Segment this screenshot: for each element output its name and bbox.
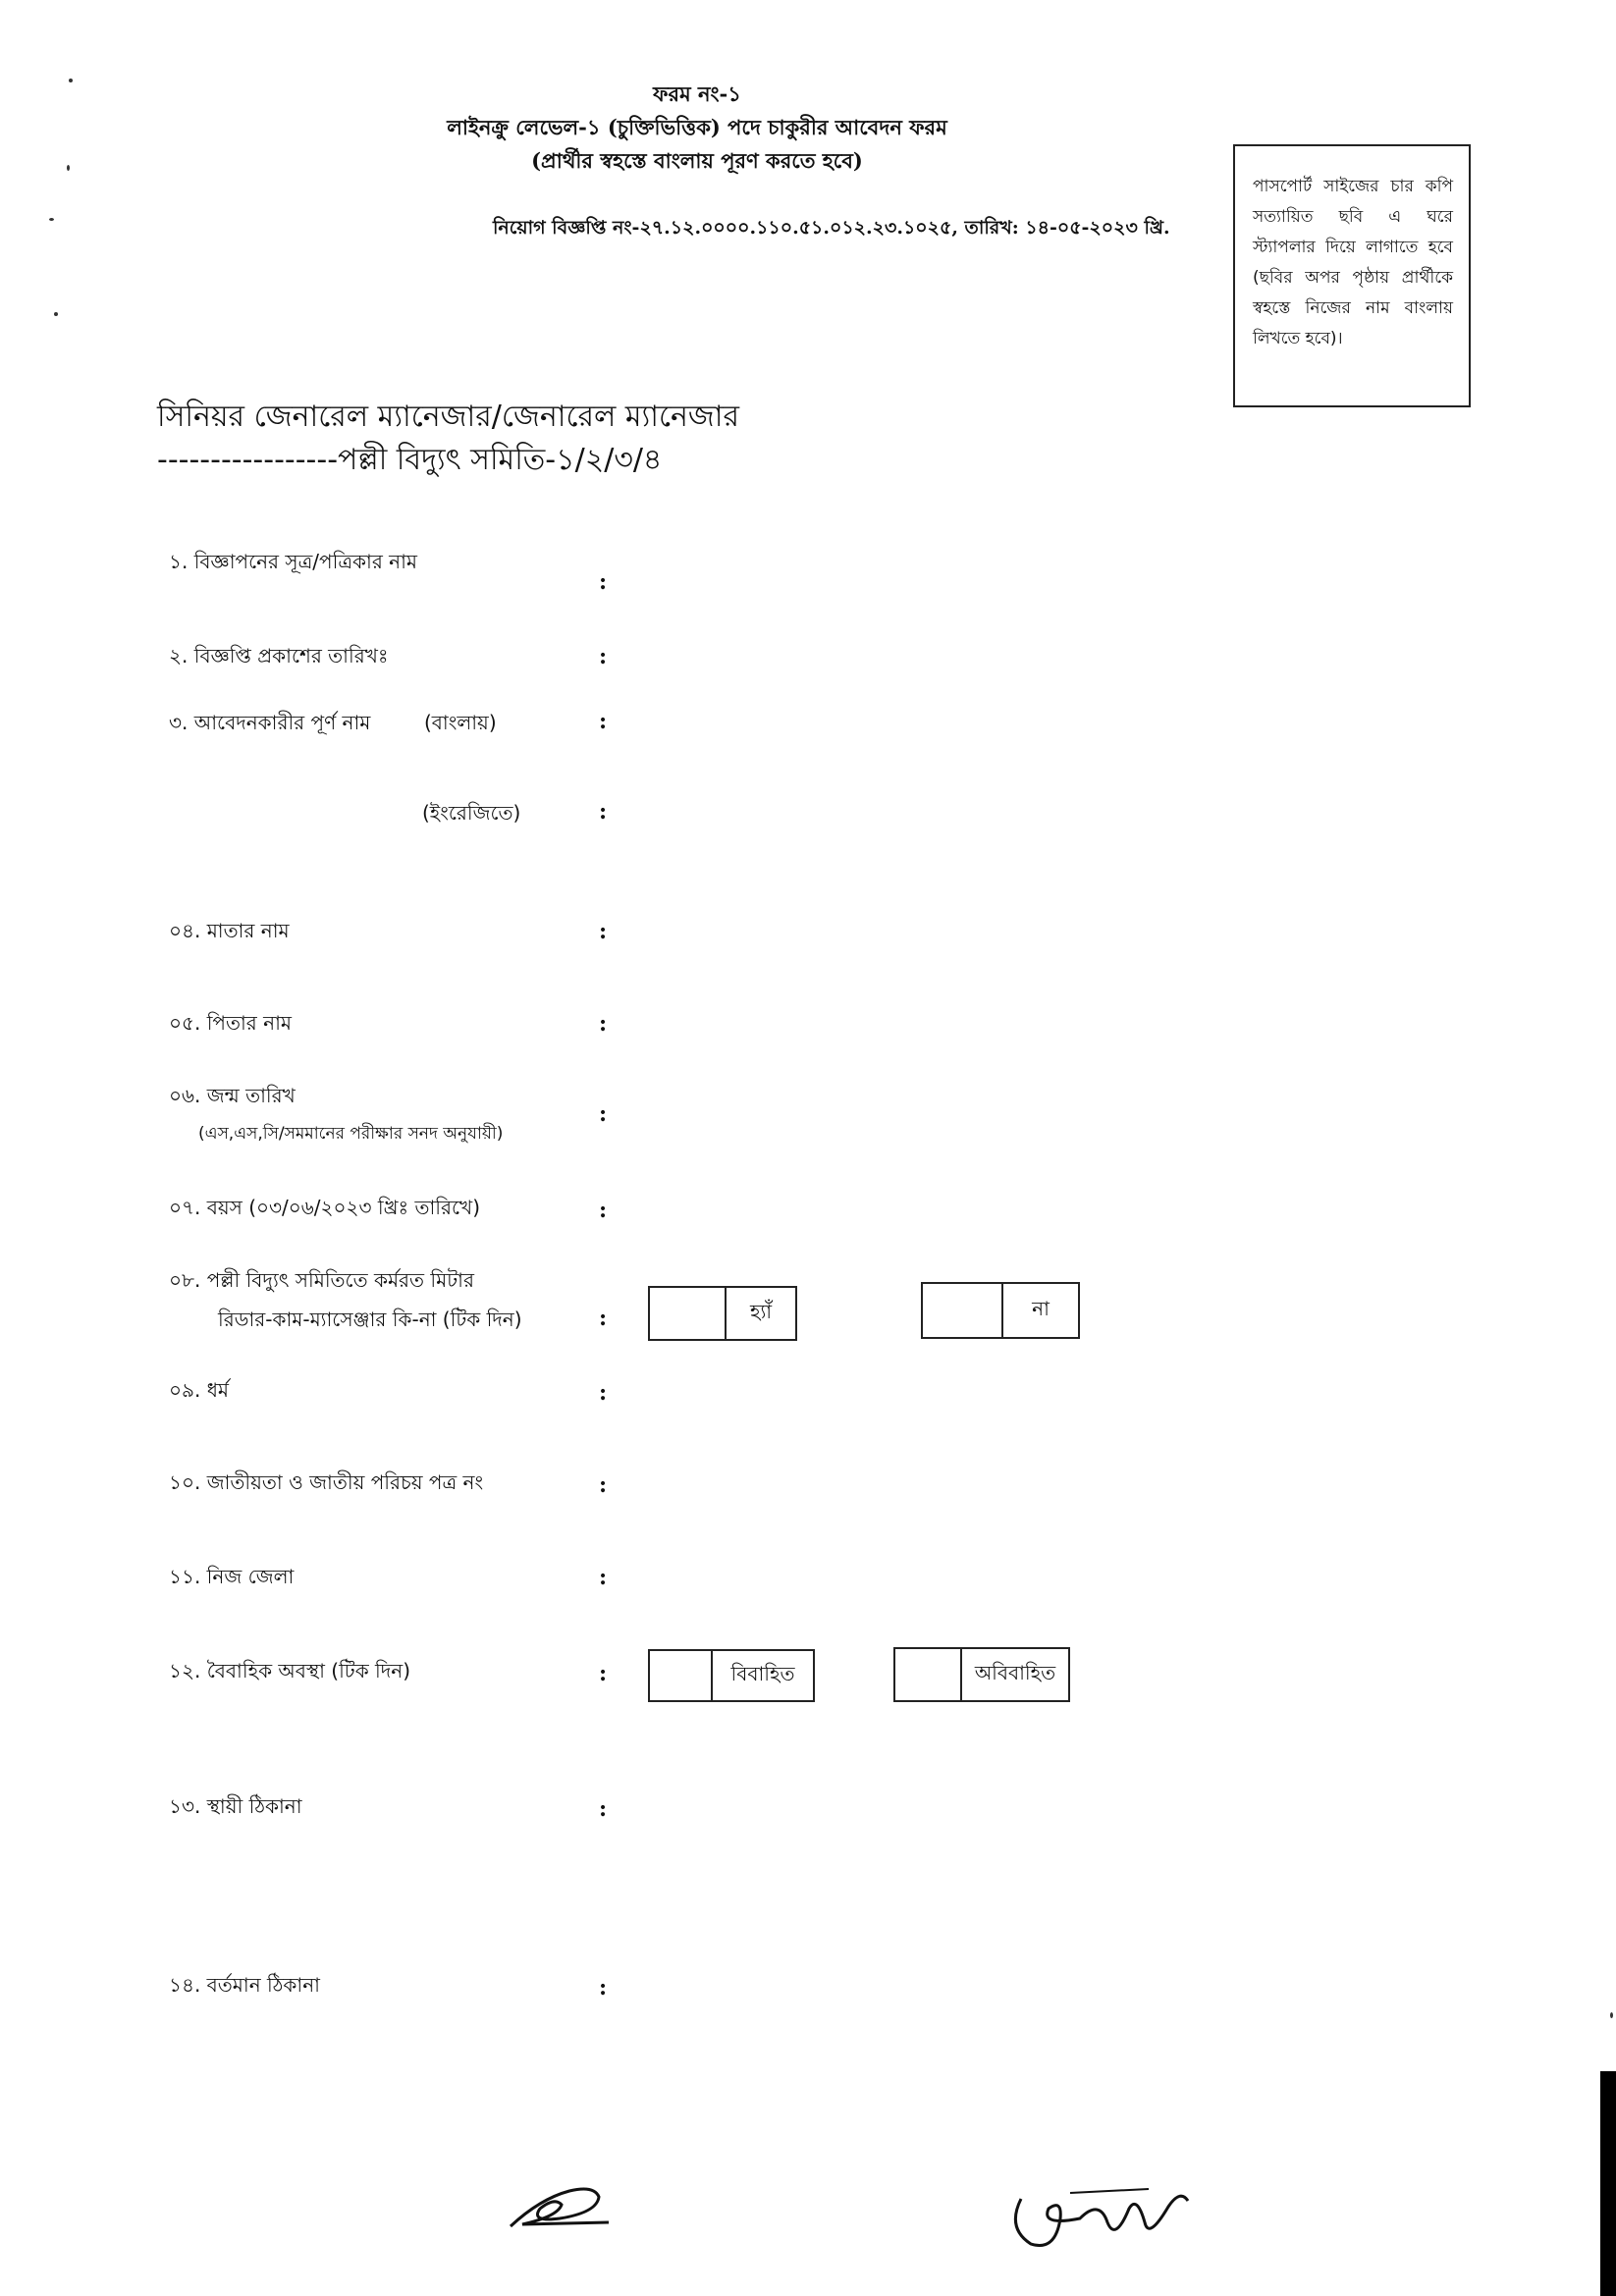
field-label-present-address: ১৪. বর্তমান ঠিকানা [169,1973,320,1997]
field-label-mother-name: ০৪. মাতার নাম [169,919,290,942]
checkbox-no[interactable]: না [921,1282,1080,1339]
colon-birth-date: : [599,1101,608,1127]
checkbox-yes[interactable]: হ্যাঁ [648,1286,797,1341]
scan-speck [67,165,70,171]
colon-home-district: : [599,1565,608,1590]
field-label-publish-date: ২. বিজ্ঞপ্তি প্রকাশের তারিখঃ [169,644,389,667]
colon-nationality-nid: : [599,1472,608,1498]
notice-reference: নিয়োগ বিজ্ঞপ্তি নং-২৭.১২.০০০০.১১০.৫১.০১… [493,217,1170,239]
colon-full-name-bangla: : [599,709,608,734]
field-label-meter-reader-2: রিডার-কাম-ম্যাসেঞ্জার কি-না (টিক দিন) [218,1308,522,1331]
scan-edge [1600,2071,1616,2296]
form-title: লাইনক্রু লেভেল-১ (চুক্তিভিত্তিক) পদে চাক… [447,115,947,139]
form-instruction: (প্রার্থীর স্বহস্তে বাংলায় পূরণ করতে হব… [531,148,863,173]
checkbox-no-tick-area[interactable] [923,1284,1003,1337]
colon-mother-name: : [599,919,608,944]
checkbox-unmarried-tick-area[interactable] [895,1649,962,1700]
checkbox-married[interactable]: বিবাহিত [648,1649,815,1702]
scan-speck [49,218,54,221]
addressee-line-1: সিনিয়র জেনারেল ম্যানেজার/জেনারেল ম্যানে… [157,400,739,434]
checkbox-married-tick-area[interactable] [650,1651,713,1700]
field-label-ad-source: ১. বিজ্ঞাপনের সূত্র/পত্রিকার নাম [169,550,418,573]
scan-speck [54,312,58,316]
initial-signature-left [509,2187,610,2228]
colon-father-name: : [599,1011,608,1037]
field-label-age: ০৭. বয়স (০৩/০৬/২০২৩ খ্রিঃ তারিখে) [169,1196,480,1219]
field-sublabel-english: (ইংরেজিতে) [422,801,521,825]
field-sublabel-bangla: (বাংলায়) [424,711,497,734]
checkbox-yes-tick-area[interactable] [650,1288,727,1339]
field-label-religion: ০৯. ধর্ম [169,1378,230,1402]
field-label-birth-date: ০৬. জন্ম তারিখ [169,1084,296,1107]
field-label-marital-status: ১২. বৈবাহিক অবস্থা (টিক দিন) [169,1659,411,1682]
initial-signature-right [1013,2188,1190,2247]
field-label-full-name: ৩. আবেদনকারীর পূর্ণ নাম [169,711,371,734]
photo-box-text: পাসপোর্ট সাইজের চার কপি সত্যায়িত ছবি এ … [1253,177,1453,348]
checkbox-unmarried[interactable]: অবিবাহিত [893,1647,1070,1702]
field-label-home-district: ১১. নিজ জেলা [169,1565,295,1588]
field-label-nationality-nid: ১০. জাতীয়তা ও জাতীয় পরিচয় পত্র নং [169,1470,484,1494]
field-label-meter-reader: ০৮. পল্লী বিদ্যুৎ সমিতিতে কর্মরত মিটার [169,1268,474,1292]
colon-religion: : [599,1380,608,1406]
scan-speck [69,79,73,82]
field-label-father-name: ০৫. পিতার নাম [169,1011,293,1035]
colon-permanent-address: : [599,1796,608,1822]
scan-speck [1610,2012,1613,2018]
field-label-permanent-address: ১৩. স্থায়ী ঠিকানা [169,1794,302,1818]
colon-ad-source: : [599,569,608,595]
checkbox-unmarried-label: অবিবাহিত [974,1660,1056,1684]
field-note-birth-date: (এস,এস,সি/সমমানের পরীক্ষার সনদ অনুযায়ী) [198,1124,504,1144]
colon-age: : [599,1198,608,1223]
colon-marital-status: : [599,1661,608,1686]
colon-meter-reader: : [599,1306,608,1331]
colon-publish-date: : [599,644,608,669]
checkbox-yes-label: হ্যাঁ [749,1299,773,1323]
addressee-line-2: -----------------পল্লী বিদ্যুৎ সমিতি-১/২… [157,443,663,477]
checkbox-married-label: বিবাহিত [730,1661,795,1685]
form-number: ফরম নং-১ [653,81,741,106]
photo-box: পাসপোর্ট সাইজের চার কপি সত্যায়িত ছবি এ … [1233,144,1471,407]
checkbox-no-label: না [1032,1296,1050,1320]
colon-full-name-english: : [599,799,608,825]
colon-present-address: : [599,1975,608,2001]
